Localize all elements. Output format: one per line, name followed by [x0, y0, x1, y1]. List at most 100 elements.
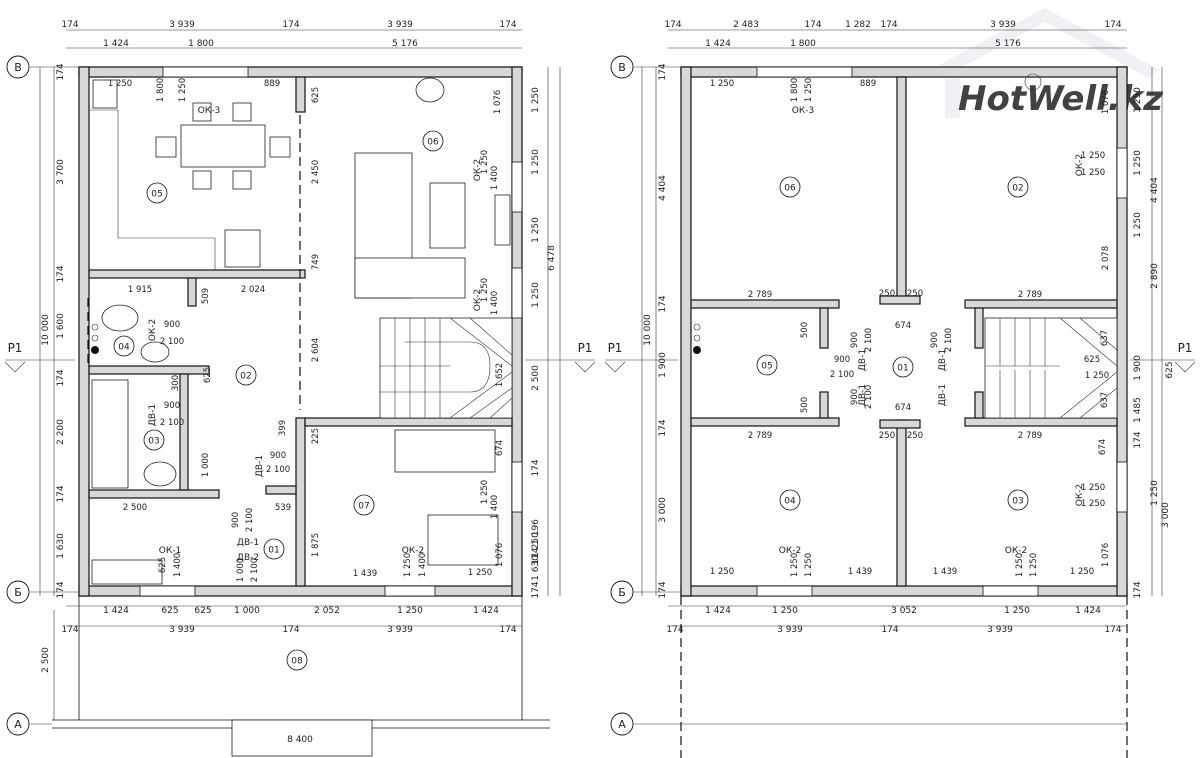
dimension-label: 900	[270, 451, 286, 461]
dimension-label: 2 500	[123, 503, 147, 513]
dimension-label: 900	[850, 332, 860, 348]
dimension-label: 1 250	[772, 606, 798, 616]
dimension-label: 1 424	[473, 606, 499, 616]
axis-label-mid: Б	[618, 586, 626, 599]
dimension-label: 1 800	[156, 78, 166, 102]
room-number: 02	[1012, 184, 1023, 194]
dimension-label: 3 939	[990, 20, 1016, 30]
dimension-label: 1 250	[1081, 168, 1105, 178]
window-ok2	[384, 585, 436, 597]
wall	[680, 66, 692, 597]
dimension-label: 1 000	[201, 453, 211, 477]
dimension-label: 1 000	[234, 606, 260, 616]
wall	[295, 76, 306, 113]
dimension-label: 250	[879, 289, 895, 299]
wall	[974, 391, 984, 419]
dimension-label: 174	[531, 581, 541, 598]
dimension-label: 2 100	[830, 370, 854, 380]
dimension-label: 3 939	[987, 625, 1013, 635]
dimension-label: 674	[1098, 439, 1108, 455]
dimension-label: 3 939	[169, 625, 195, 635]
dimension-label: 1 800	[790, 78, 800, 102]
dimension-label: 2 789	[1018, 290, 1042, 300]
dimension-label: 174	[56, 63, 66, 80]
dimension-label: 1 652	[495, 363, 505, 387]
room-marker	[892, 356, 914, 378]
room-marker	[353, 494, 375, 516]
room-number: 08	[291, 657, 303, 667]
dimension-label: 1 250	[480, 480, 490, 504]
window-ok2	[756, 585, 813, 597]
dimension-label: 1 250	[480, 278, 490, 302]
dimension-label: 509	[201, 288, 211, 304]
opening-label: ОК-2	[779, 546, 801, 556]
dimension-label: 174	[56, 265, 66, 282]
dimension-label: 1 250	[1150, 480, 1160, 506]
dimension-label: 1 250	[1081, 483, 1105, 493]
dimension-label: 174	[61, 20, 78, 30]
dimension-label: 174	[56, 581, 66, 598]
wall	[88, 489, 220, 499]
dimension-label: 1 424	[705, 39, 731, 49]
room-marker	[779, 489, 801, 511]
room-marker	[1007, 176, 1029, 198]
dimension-label: 300	[171, 375, 181, 391]
dimension-label: 174	[881, 625, 898, 635]
wall	[88, 269, 306, 279]
dimension-label: 174	[56, 369, 66, 386]
dimension-label: 1 439	[933, 567, 957, 577]
dimension-label: 625	[158, 557, 168, 573]
dimension-label: 1 250	[710, 79, 734, 89]
wall	[690, 299, 840, 309]
dimension-label: 1 196	[531, 519, 541, 545]
dimension-label: 1 250	[397, 606, 423, 616]
dimension-label: 1 630	[56, 533, 66, 559]
dimension-label: 674	[495, 440, 505, 456]
opening-label: ДВ-1	[938, 349, 948, 371]
dimension-label: 637	[1100, 330, 1110, 346]
room-number: 05	[151, 190, 162, 200]
dimension-label: 1 250	[1133, 87, 1143, 113]
dimension-label: 174	[282, 625, 299, 635]
dimension-label: 1 800	[790, 39, 816, 49]
room-number: 04	[784, 497, 796, 507]
dimension-label: 674	[895, 403, 911, 413]
dimension-label: 250	[907, 289, 923, 299]
room-number: 05	[761, 362, 772, 372]
window-ok2	[511, 267, 523, 319]
room-marker	[1007, 489, 1029, 511]
dimension-label: 3 939	[387, 625, 413, 635]
dimension-label: 3 000	[658, 497, 668, 523]
wall	[896, 76, 907, 303]
dimension-label: 500	[800, 322, 810, 338]
dimension-label: 1 250	[1015, 553, 1025, 577]
dimension-label: 1 400	[490, 291, 500, 315]
dimension-label: 2 100	[864, 328, 874, 352]
dimension-label: 1 424	[705, 606, 731, 616]
dimension-label: 174	[531, 459, 541, 476]
dimension-label: 174	[61, 625, 78, 635]
room-marker	[756, 354, 778, 376]
wall	[295, 417, 306, 587]
dimension-label: 4 404	[658, 175, 668, 201]
dimension-label: 1 424	[1075, 606, 1101, 616]
wall	[511, 66, 523, 597]
dimension-label: 1 250	[1085, 371, 1109, 381]
opening-label: ОК-3	[792, 106, 814, 116]
opening-label: ОК-2	[1005, 546, 1027, 556]
wall	[819, 307, 829, 349]
dimension-label: 174	[499, 625, 516, 635]
room-number: 03	[148, 437, 159, 447]
dimension-label: 1 630	[531, 555, 541, 581]
dimension-label: 1 076	[495, 543, 505, 567]
dimension-label: 1 439	[848, 567, 872, 577]
wall	[680, 585, 1128, 597]
dimension-label: 174	[1104, 625, 1121, 635]
dimension-label: 174	[880, 20, 897, 30]
dimension-label: 1 250	[1070, 567, 1094, 577]
dimension-label: 1 900	[1133, 355, 1143, 381]
axis-label-top: В	[618, 61, 626, 74]
wall	[964, 299, 1118, 309]
